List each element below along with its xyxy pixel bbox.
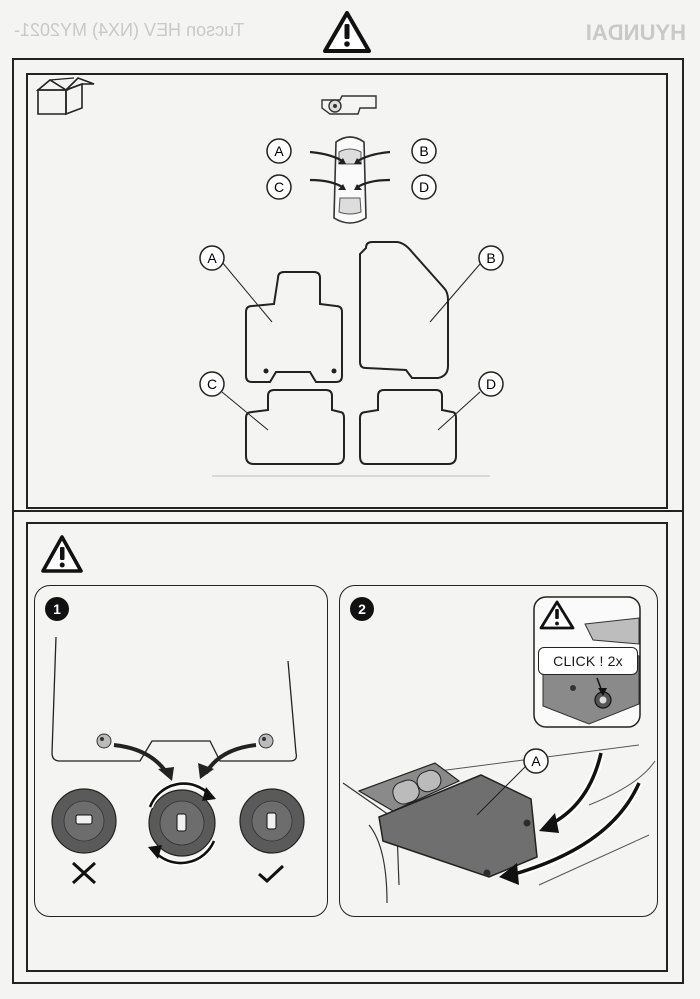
mat-b-outline bbox=[359, 241, 449, 379]
cross-icon bbox=[71, 861, 97, 885]
bottom-inner-frame bbox=[26, 522, 668, 972]
svg-text:A: A bbox=[274, 143, 284, 159]
car-top-icon bbox=[309, 136, 391, 224]
mat-label-b: B bbox=[478, 245, 504, 271]
step-2-illustration bbox=[342, 744, 656, 904]
step-1-number: 1 bbox=[45, 597, 69, 621]
step-1-panel bbox=[34, 585, 328, 917]
steering-wheel-icon bbox=[321, 95, 377, 115]
svg-text:1: 1 bbox=[53, 601, 61, 617]
floor-mats-diagram bbox=[212, 241, 490, 477]
mat-d-outline bbox=[359, 389, 457, 465]
svg-text:B: B bbox=[419, 143, 428, 159]
check-icon bbox=[258, 864, 285, 884]
svg-text:C: C bbox=[274, 179, 284, 195]
step-2-number: 2 bbox=[350, 597, 374, 621]
position-label-d: D bbox=[411, 174, 437, 200]
mat-c-outline bbox=[245, 389, 345, 465]
warning-icon bbox=[323, 11, 371, 53]
mat-a-outline bbox=[245, 271, 343, 383]
top-outer-frame bbox=[12, 58, 684, 512]
svg-text:C: C bbox=[207, 376, 217, 392]
position-label-c: C bbox=[266, 174, 292, 200]
step-1-illustration bbox=[51, 636, 305, 866]
position-label-a: A bbox=[266, 138, 292, 164]
svg-text:A: A bbox=[531, 753, 541, 769]
top-inner-frame bbox=[26, 73, 668, 509]
warning-icon bbox=[41, 535, 83, 573]
svg-text:D: D bbox=[486, 376, 496, 392]
svg-text:2: 2 bbox=[358, 601, 366, 617]
mat-label-a: A bbox=[199, 245, 225, 271]
ghost-brand: HYUNDAI bbox=[585, 20, 686, 45]
ghost-model: Tucson HEV (NX4) MY2021- bbox=[14, 20, 245, 40]
svg-text:A: A bbox=[207, 250, 217, 266]
step-2-mat-label: A bbox=[523, 748, 549, 774]
bottom-outer-frame bbox=[12, 508, 684, 984]
box-icon bbox=[30, 76, 96, 118]
position-label-b: B bbox=[411, 138, 437, 164]
mat-label-c: C bbox=[199, 371, 225, 397]
svg-text:D: D bbox=[419, 179, 429, 195]
step-2-panel bbox=[339, 585, 658, 917]
click-callout: CLICK ! 2x bbox=[538, 647, 638, 675]
svg-text:B: B bbox=[486, 250, 495, 266]
mat-label-d: D bbox=[478, 371, 504, 397]
